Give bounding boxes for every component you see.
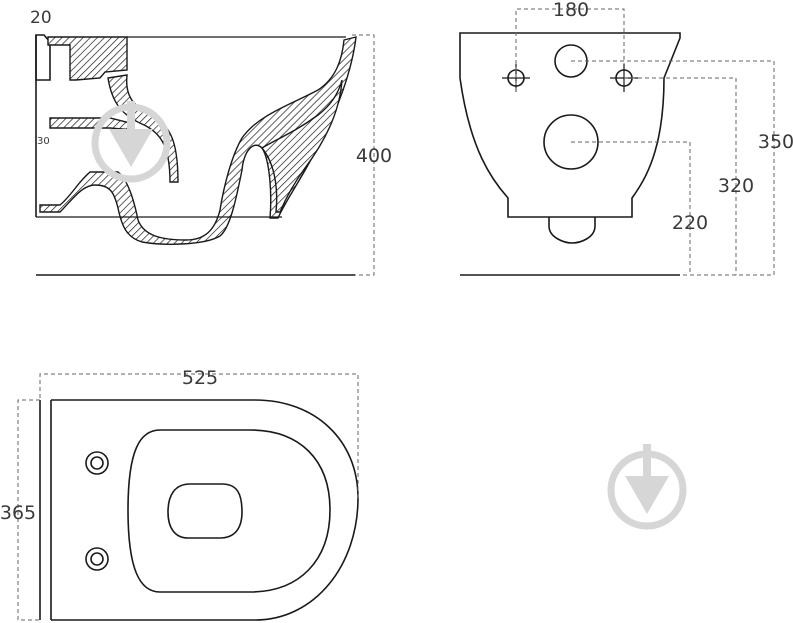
side-inlet — [49, 117, 135, 131]
back-height-350-dimension — [571, 60, 775, 276]
back-outlet-hole — [543, 114, 599, 170]
top-bolt-hole-lower — [85, 547, 109, 571]
watermark-icon — [91, 101, 171, 183]
back-outline — [459, 32, 681, 218]
back-bolt-spacing-dimension — [515, 8, 625, 92]
back-height-320-dimension — [624, 77, 737, 275]
back-height-320-label: 320 — [718, 175, 754, 197]
top-bolt-hole-upper — [85, 451, 109, 475]
top-width-label: 365 — [0, 502, 36, 524]
side-section-view: 400 20 30 — [30, 8, 392, 276]
back-height-220-dimension — [571, 141, 691, 275]
top-length-label: 525 — [182, 367, 218, 389]
side-trap-wall — [260, 79, 343, 213]
side-height-label: 400 — [356, 145, 392, 167]
back-height-350-label: 350 — [758, 131, 793, 153]
back-height-220-label: 220 — [672, 212, 708, 234]
top-view: 525 365 — [0, 367, 359, 621]
top-outline — [51, 399, 359, 621]
back-bolt-spacing-label: 180 — [553, 0, 589, 21]
side-height-dimension — [352, 34, 375, 276]
top-length-dimension — [39, 373, 359, 498]
top-bowl-rim — [127, 429, 331, 593]
side-top-rim — [47, 36, 128, 81]
watermark-icon — [607, 444, 687, 530]
top-bowl-outlet — [167, 483, 243, 539]
top-width-dimension — [17, 399, 40, 621]
back-outlet-spigot — [548, 217, 596, 244]
back-view: 180 350 320 220 — [459, 0, 793, 276]
side-top-offset-label: 20 — [30, 8, 52, 28]
side-inlet-label: 30 — [37, 136, 50, 147]
